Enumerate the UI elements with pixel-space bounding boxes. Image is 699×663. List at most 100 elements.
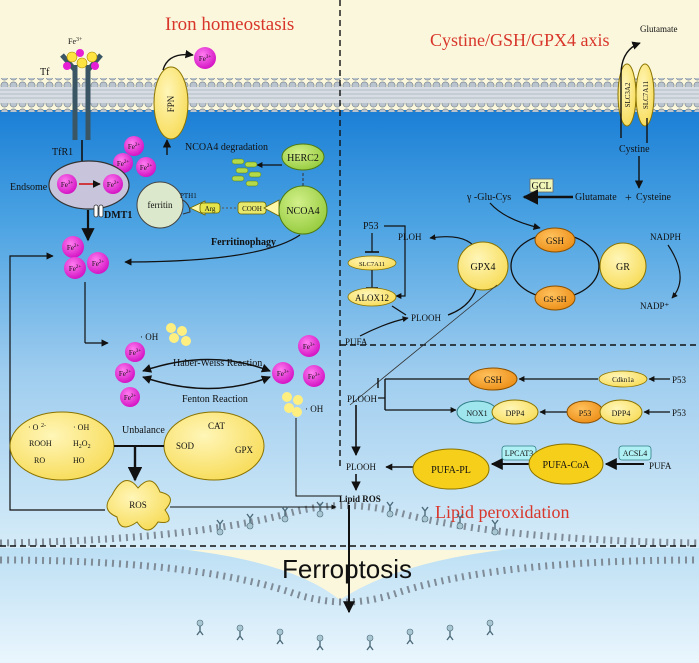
svg-text:HERC2: HERC2	[287, 153, 319, 164]
svg-text:Fe2+: Fe2+	[119, 370, 132, 378]
svg-text:SLC3A2: SLC3A2	[624, 82, 632, 107]
membrane-receptor-bases	[196, 510, 499, 642]
svg-text:H2O2: H2O2	[73, 439, 91, 450]
gcl-enzyme: GCL	[529, 178, 554, 193]
svg-text:Fe2+: Fe2+	[92, 260, 105, 268]
fe3-label-top: Fe3+	[68, 37, 83, 46]
ncoa4-degradation-label: NCOA4 degradation	[185, 142, 268, 153]
fpn-export-arrow	[162, 49, 194, 71]
svg-text:Fe3+: Fe3+	[303, 343, 316, 351]
p53-label-1: P53	[672, 375, 687, 385]
svg-text:Fe2+: Fe2+	[69, 265, 82, 273]
tfr1-label: TfR1	[52, 147, 73, 158]
cdkn1a: Cdkn1a	[598, 370, 648, 388]
iron-homeostasis-title: Iron homeostasis	[165, 14, 294, 35]
svg-text:HO: HO	[73, 456, 85, 465]
herc2: HERC2	[281, 143, 325, 171]
svg-text:Fe3+: Fe3+	[199, 55, 212, 63]
ploh-label-top: PLOH	[398, 232, 422, 242]
svg-text:Fe3+: Fe3+	[61, 181, 74, 189]
slc7a11-small: SLC7A11	[347, 255, 397, 271]
svg-text:FPN: FPN	[166, 95, 176, 112]
antioxidants: CAT SOD GPX	[163, 411, 265, 481]
plus-sign: +	[625, 190, 632, 204]
svg-text:PUFA-PL: PUFA-PL	[431, 465, 471, 476]
svg-text:Fe3+: Fe3+	[308, 373, 321, 381]
svg-text:ACSL4: ACSL4	[623, 449, 647, 458]
lipid-ros-label: Lipid ROS	[339, 494, 381, 504]
ros-feedback-line	[9, 252, 105, 511]
svg-text:DPP4: DPP4	[506, 409, 525, 418]
svg-text:PUFA-CoA: PUFA-CoA	[542, 460, 590, 471]
oh-cluster-left	[166, 323, 191, 346]
glucys-to-gsh-arrow	[489, 202, 541, 231]
cooh-motif: COOH	[237, 199, 280, 217]
glutamate-out-label: Glutamate	[640, 24, 678, 34]
ferritinophagy-label: Ferritinophagy	[211, 237, 276, 248]
cystine-axis-title: Cystine/GSH/GPX4 axis	[430, 30, 610, 50]
svg-text:· OH: · OH	[73, 423, 89, 432]
dmt1-channel	[93, 204, 104, 218]
ncoa4: NCOA4	[278, 185, 328, 235]
dmt1-label: DMT1	[104, 210, 132, 221]
tf-label: Tf	[40, 67, 50, 78]
gpx4-inhibit-line	[349, 284, 498, 406]
svg-text:GSH: GSH	[546, 236, 565, 246]
degradation-fragments	[231, 158, 262, 187]
nadph-label: NADPH	[650, 232, 682, 242]
svg-text:NOX1: NOX1	[466, 409, 487, 418]
endosome-label: Endsome	[10, 182, 48, 193]
svg-text:SLC7A11: SLC7A11	[642, 80, 650, 109]
ferroptosis-title: Ferroptosis	[282, 554, 412, 584]
gpx4: GPX4	[457, 241, 509, 291]
svg-text:Fe2+: Fe2+	[117, 160, 130, 168]
svg-text:Fe2+: Fe2+	[124, 394, 137, 402]
gr: GR	[599, 242, 647, 290]
cysteine-label: Cysteine	[636, 192, 672, 203]
fenton-arrow	[142, 375, 271, 390]
p53-label-2: P53	[672, 408, 687, 418]
svg-text:Cdkn1a: Cdkn1a	[612, 376, 635, 384]
pufa-pl: PUFA-PL	[412, 448, 490, 490]
fe3-ion-out: Fe3+	[194, 47, 216, 69]
lipid-peroxidation-title: Lipid peroxidation	[435, 502, 569, 522]
nox1: NOX1	[456, 400, 498, 424]
acsl4: ACSL4	[618, 445, 652, 461]
ros-species: · O 2- · OH ROOH H2O2 RO HO	[9, 411, 115, 481]
fpn-transporter: FPN	[153, 66, 189, 140]
svg-text:COOH: COOH	[242, 205, 262, 213]
alox12-to-plooh-line	[391, 305, 407, 316]
svg-text:GPX: GPX	[235, 445, 254, 455]
nadph-arrow	[667, 244, 681, 299]
plooh-label-top: PLOOH	[411, 313, 442, 323]
pufa-to-plooh-arrow	[359, 316, 409, 337]
svg-text:Fe3+: Fe3+	[277, 370, 290, 378]
system-xc: SLC3A2 SLC7A11	[617, 63, 655, 127]
plasma-membrane-top	[0, 78, 699, 112]
svg-text:GSH: GSH	[484, 375, 503, 385]
svg-text:Fe2+: Fe2+	[128, 143, 141, 151]
svg-text:ferritin: ferritin	[148, 200, 173, 210]
glutamate-export-arrow	[620, 41, 641, 138]
fenton-label: Fenton Reaction	[182, 394, 248, 405]
svg-text:LPCAT3: LPCAT3	[505, 449, 533, 458]
gsh-lipid: GSH	[468, 367, 518, 391]
svg-text:SLC7A11: SLC7A11	[359, 261, 385, 268]
pth1-label: PTH1	[180, 192, 197, 200]
svg-text:Fe3+: Fe3+	[129, 349, 142, 357]
arg-motif: Arg	[189, 200, 221, 216]
oh-to-lipid-ros-line	[295, 418, 340, 497]
svg-text:ALOX12: ALOX12	[355, 293, 389, 303]
svg-text:P53: P53	[579, 409, 591, 418]
svg-text:CAT: CAT	[208, 421, 226, 431]
endosome: Fe3+ Fe2+	[48, 160, 130, 210]
svg-text:GR: GR	[616, 262, 630, 273]
gssh: GS-SH	[534, 285, 576, 311]
svg-text:Fe2+: Fe2+	[67, 244, 80, 252]
pufa-label-top: PUFA	[345, 337, 368, 347]
svg-text:DPP4: DPP4	[612, 409, 631, 418]
svg-text:ROS: ROS	[129, 500, 147, 510]
labile-iron-pool: Fe2+ Fe2+ Fe2+	[62, 236, 109, 279]
haber-weiss-arrow	[142, 358, 271, 373]
